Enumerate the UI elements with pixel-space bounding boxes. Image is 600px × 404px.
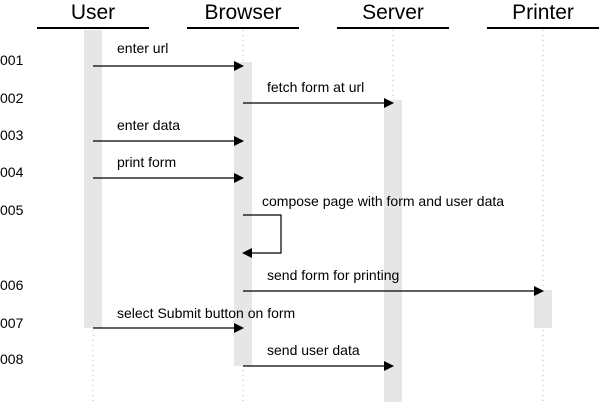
message-label: send user data bbox=[267, 342, 360, 358]
message-label: compose page with form and user data bbox=[262, 193, 504, 209]
participant-browser: Browser bbox=[204, 1, 281, 24]
step-number: 006 bbox=[0, 277, 24, 293]
step-number: 001 bbox=[0, 52, 24, 68]
step-number: 005 bbox=[0, 202, 24, 218]
step-number: 003 bbox=[0, 127, 24, 143]
message-label: select Submit button on form bbox=[117, 305, 295, 321]
step-number: 004 bbox=[0, 164, 24, 180]
step-number: 007 bbox=[0, 315, 24, 331]
step-number: 008 bbox=[0, 351, 24, 367]
activation-printer bbox=[534, 290, 552, 328]
message-label: send form for printing bbox=[267, 267, 399, 283]
self-message-arrow bbox=[242, 214, 282, 258]
message-label: print form bbox=[117, 154, 176, 170]
step-number: 002 bbox=[0, 90, 24, 106]
message-label: enter data bbox=[117, 117, 180, 133]
participant-server: Server bbox=[362, 1, 424, 24]
message-label: fetch form at url bbox=[267, 79, 364, 95]
participant-user: User bbox=[71, 1, 115, 24]
activation-server bbox=[384, 100, 402, 402]
message-label: enter url bbox=[117, 40, 168, 56]
participant-printer: Printer bbox=[512, 1, 574, 24]
activation-user bbox=[84, 30, 102, 328]
